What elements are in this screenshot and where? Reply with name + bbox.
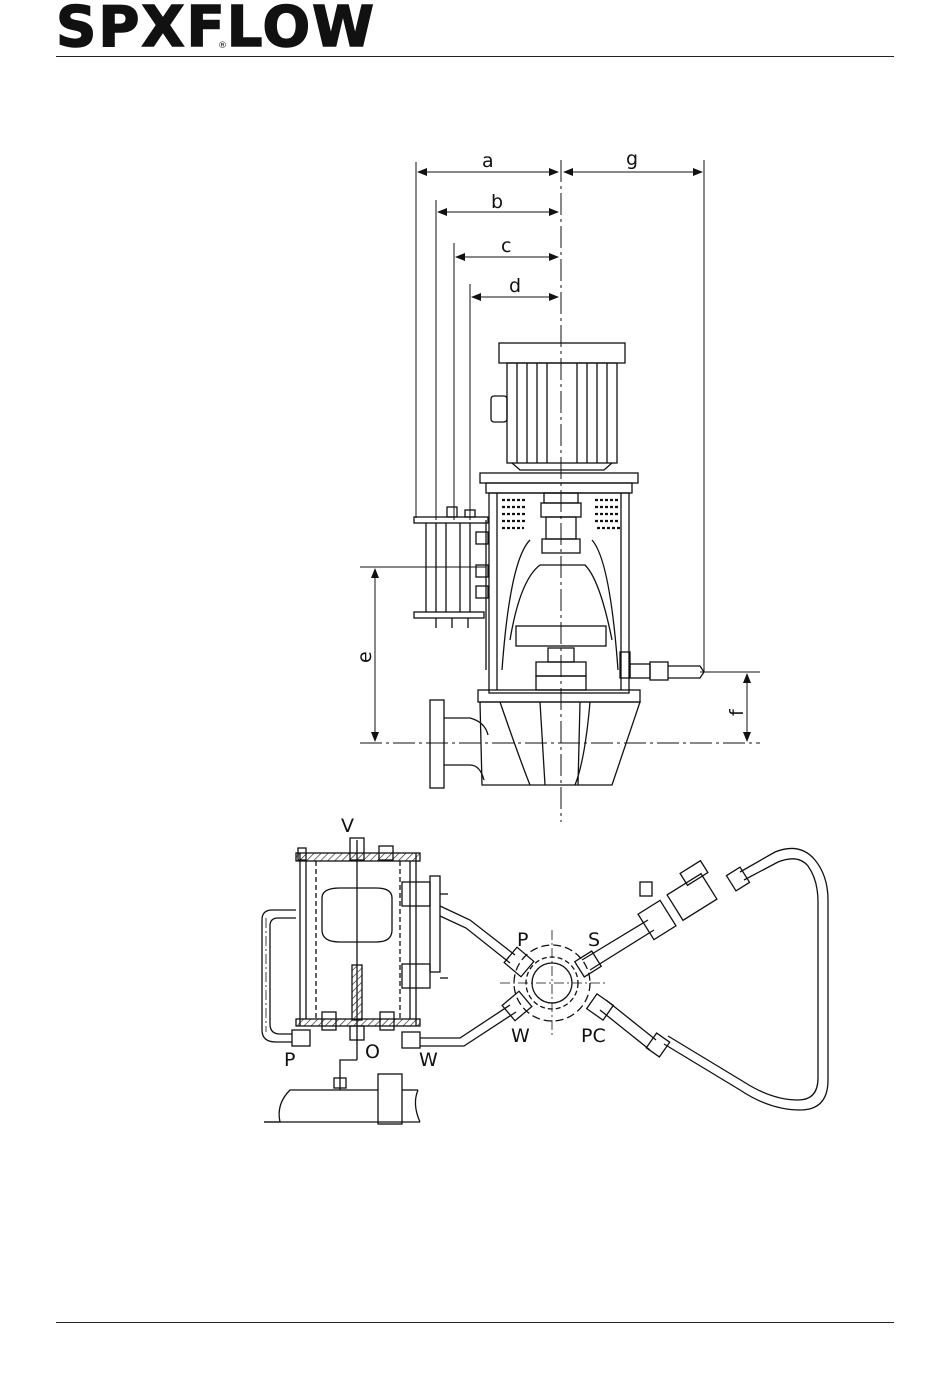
conn-label-w-right: W xyxy=(511,1025,530,1047)
pump-elevation-view xyxy=(360,160,760,822)
dim-label-e: e xyxy=(354,651,376,663)
conn-label-pc: PC xyxy=(581,1025,606,1047)
conn-label-p-right: P xyxy=(517,929,528,951)
dim-label-f: f xyxy=(726,708,748,716)
dimension-labels: a b c d g e f xyxy=(354,148,748,716)
conn-label-p-left: P xyxy=(284,1049,295,1071)
dim-label-a: a xyxy=(482,150,494,172)
conn-label-o: O xyxy=(365,1041,380,1063)
flushing-system-view xyxy=(262,838,828,1124)
dim-label-d: d xyxy=(509,275,521,297)
conn-label-s: S xyxy=(588,929,600,951)
conn-label-w-left: W xyxy=(419,1049,438,1071)
dim-label-b: b xyxy=(491,191,503,213)
conn-label-v: V xyxy=(341,815,354,837)
dim-label-c: c xyxy=(501,235,511,257)
dim-label-g: g xyxy=(626,148,638,170)
